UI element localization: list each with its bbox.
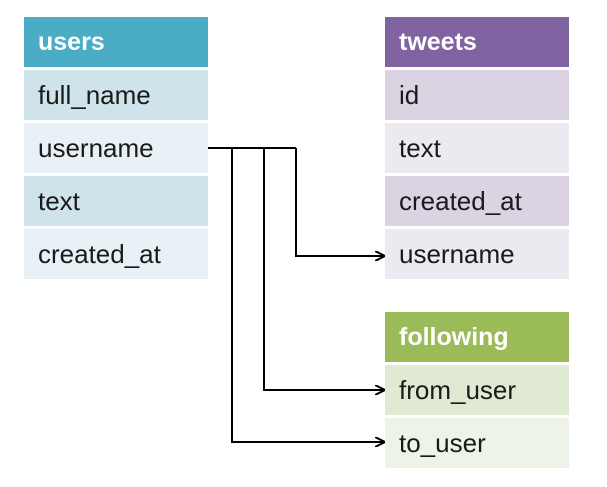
tweets-field-text: text [385,123,569,173]
connector-users-to-following-to-user [231,148,383,442]
following-table-header: following [385,312,569,362]
following-field-from-user: from_user [385,365,569,415]
users-field-text: text [24,176,208,226]
tweets-field-created-at: created_at [385,176,569,226]
tweets-field-id: id [385,70,569,120]
following-table: following from_user to_user [385,312,569,471]
users-field-created-at: created_at [24,229,208,279]
following-field-to-user: to_user [385,418,569,468]
tweets-table-header: tweets [385,17,569,67]
connector-users-to-tweets-username [295,148,383,256]
tweets-table: tweets id text created_at username [385,17,569,282]
users-field-username: username [24,123,208,173]
users-field-full-name: full_name [24,70,208,120]
connector-users-to-following-from-user [263,148,383,390]
users-table: users full_name username text created_at [24,17,208,282]
tweets-field-username: username [385,229,569,279]
users-table-header: users [24,17,208,67]
